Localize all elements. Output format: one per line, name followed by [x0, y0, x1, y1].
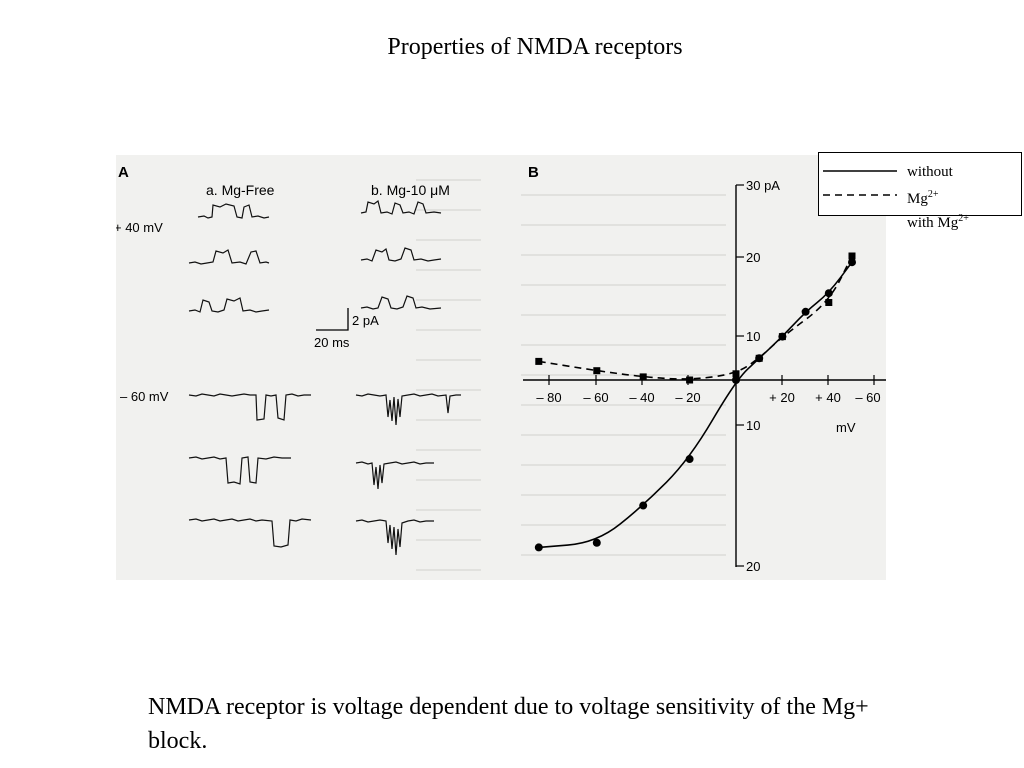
data-point-solid [592, 538, 601, 547]
legend-swatches [823, 170, 897, 196]
y-tick-label: 10 [746, 329, 760, 344]
data-point-dashed [755, 354, 763, 362]
x-tick-label: – 60 [583, 390, 608, 405]
col-b-label: b. Mg-10 μM [371, 182, 450, 198]
data-point-dashed [825, 299, 833, 306]
x-axis-label: mV [836, 420, 856, 435]
data-point-solid [639, 501, 648, 510]
data-point-dashed [732, 370, 740, 378]
traces-col-a-positive [188, 203, 270, 313]
data-point-dashed [535, 357, 543, 365]
series-line-solid [538, 261, 853, 549]
legend-with-label: with Mg2+ [907, 213, 969, 231]
panel-b-label: B [528, 164, 539, 181]
y-tick-label: 10 [746, 418, 760, 433]
legend-dashed-label: Mg2+ [907, 189, 939, 207]
x-tick-label: + 20 [769, 390, 795, 405]
data-point-dashed [778, 333, 786, 341]
legend: without Mg2+ with Mg2+ [818, 152, 1022, 231]
y-tick-label: 20 [746, 559, 760, 574]
series-layer [534, 252, 856, 552]
x-tick-label: – 20 [675, 390, 700, 405]
slide-title: Properties of NMDA receptors [387, 34, 683, 60]
voltage-bottom-label: – 60 mV [120, 389, 169, 404]
y-ticks [736, 184, 744, 567]
figure-svg: A a. Mg-Free b. Mg-10 μM + 40 mV – 60 mV… [116, 164, 886, 574]
legend-solid-label: without [907, 164, 953, 180]
data-point-solid [824, 289, 833, 298]
data-point-solid [685, 455, 694, 464]
data-point-dashed [593, 367, 601, 375]
x-tick-label: + 40 [815, 390, 841, 405]
traces-col-b-negative [355, 393, 461, 556]
traces-col-b-positive [360, 199, 442, 310]
voltage-top-label: + 40 mV [116, 220, 163, 235]
iv-chart: – 80 – 60 – 40 – 20 + 20 + 40 – 60 mV 30… [523, 178, 886, 574]
traces-col-a-negative [188, 393, 312, 548]
data-point-dashed [639, 373, 647, 381]
slide-caption: NMDA receptor is voltage dependent due t… [148, 694, 869, 754]
y-tick-label: 30 pA [746, 178, 780, 193]
scale-bar [316, 308, 349, 331]
scale-current-label: 2 pA [352, 313, 379, 328]
y-tick-label: 20 [746, 250, 760, 265]
x-tick-label: – 80 [536, 390, 561, 405]
data-point-dashed [686, 376, 694, 384]
data-point-dashed [848, 252, 856, 260]
figure-image: A a. Mg-Free b. Mg-10 μM + 40 mV – 60 mV… [116, 155, 886, 580]
x-tick-label: – 60 [855, 390, 880, 405]
data-point-solid [732, 376, 740, 384]
data-point-solid [801, 307, 810, 316]
series-line-dashed [538, 255, 853, 380]
x-tick-label: – 40 [629, 390, 654, 405]
scale-time-label: 20 ms [314, 335, 350, 350]
data-point-solid [534, 543, 543, 552]
panel-a-label: A [118, 164, 129, 181]
col-a-label: a. Mg-Free [206, 182, 275, 198]
